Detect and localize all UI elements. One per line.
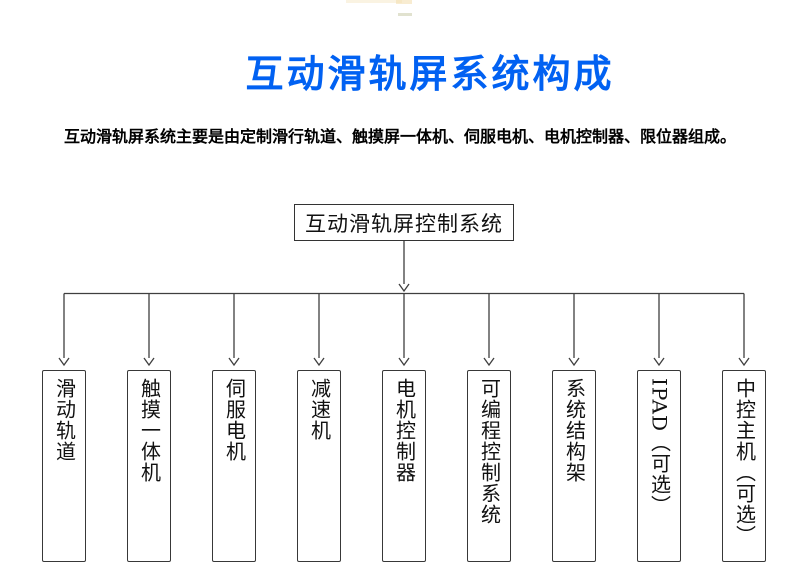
node-label: 伺服电机 [222,378,247,462]
root-node-control-system: 互动滑轨屏控制系统 [294,204,514,241]
node-motor-controller: 电机控制器 [382,370,426,562]
node-sliding-track: 滑动轨道 [42,370,86,562]
page-title-text: 互动滑轨屏系统构成 [245,52,615,96]
node-touch-all-in-one: 触摸一体机 [127,370,171,562]
node-label: 可编程控制系统 [477,378,502,525]
node-label: IPAD（可选） [647,378,672,516]
page-title: 互动滑轨屏系统构成 [0,52,790,96]
arrowhead-icon [143,357,155,367]
node-label: 系统结构架 [562,378,587,483]
arrowhead-icon [653,357,665,367]
intro-sentence: 互动滑轨屏系统主要是由定制滑行轨道、触摸屏一体机、伺服电机、电机控制器、限位器组… [0,126,790,148]
root-node-label: 互动滑轨屏控制系统 [305,211,503,236]
node-programmable-control-system: 可编程控制系统 [467,370,511,562]
arrowhead-icon [398,283,410,293]
arrowhead-icon [228,357,240,367]
node-reducer: 减速机 [297,370,341,562]
node-central-control-host-optional: 中控主机（可选） [722,370,766,562]
arrowhead-icon [313,357,325,367]
arrowhead-icon [398,357,410,367]
intro-sentence-text: 互动滑轨屏系统主要是由定制滑行轨道、触摸屏一体机、伺服电机、电机控制器、限位器组… [63,127,736,146]
arrowhead-icon [738,357,750,367]
node-label: 滑动轨道 [52,378,77,462]
node-label: 减速机 [307,378,332,441]
node-label: 电机控制器 [392,378,417,483]
node-ipad-optional: IPAD（可选） [637,370,681,562]
arrowhead-icon [483,357,495,367]
arrowhead-icon [58,357,70,367]
node-servo-motor: 伺服电机 [212,370,256,562]
node-system-structure-frame: 系统结构架 [552,370,596,562]
arrowhead-icon [568,357,580,367]
node-label: 触摸一体机 [137,378,162,483]
node-label: 中控主机（可选） [732,378,757,546]
